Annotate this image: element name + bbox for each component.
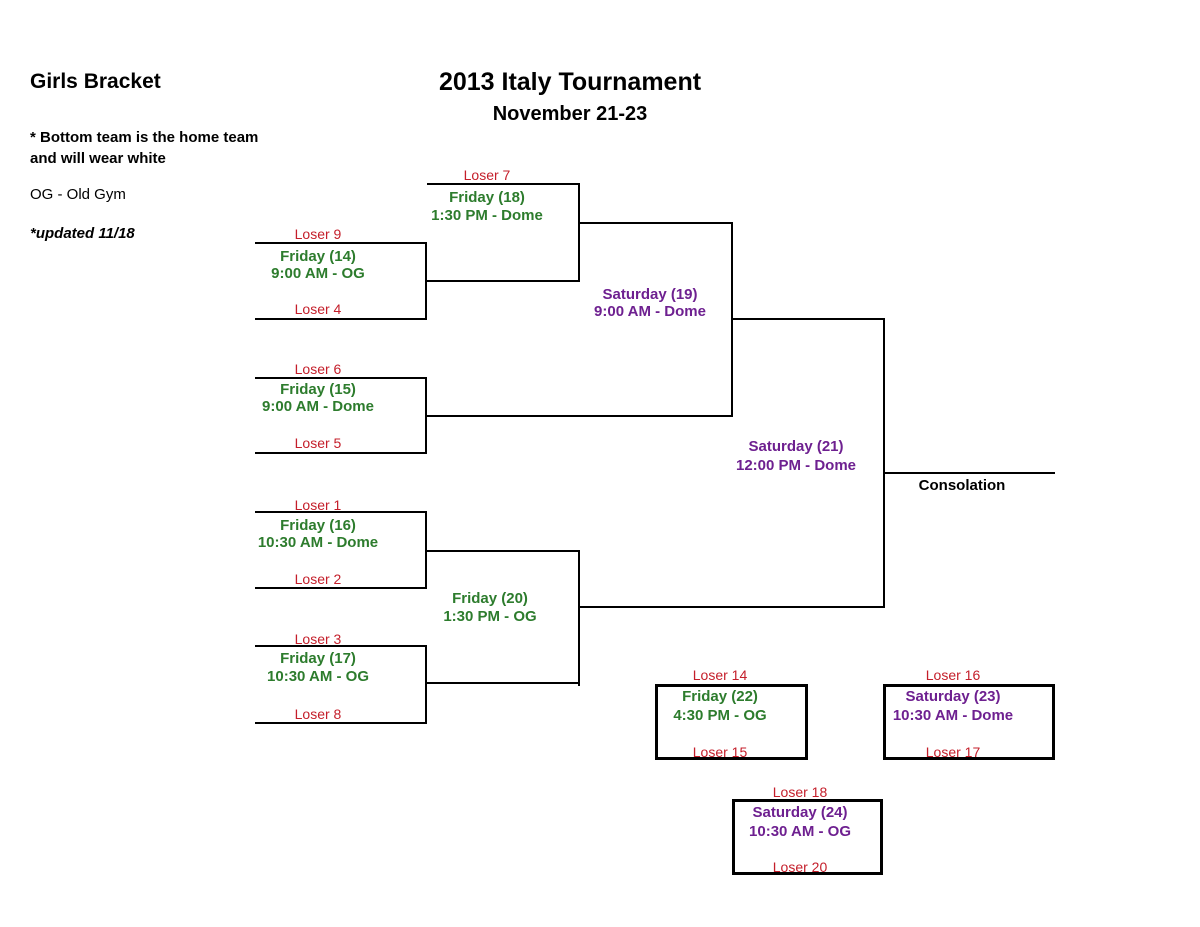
gym-legend: OG - Old Gym: [30, 186, 126, 203]
match-21-time: 12:00 PM - Dome: [735, 457, 857, 474]
match-21-winner-line: [883, 472, 1055, 474]
match-18-day: Friday (18): [449, 189, 525, 206]
match-22-bottom-team: Loser 15: [692, 744, 748, 760]
match-17-winner-line: [425, 682, 580, 684]
match-14-bottom-team: Loser 4: [294, 301, 342, 317]
match-16-winner-line: [425, 550, 580, 552]
match-19-winner-line: [731, 318, 885, 320]
title-block: 2013 Italy Tournament November 21-23: [320, 68, 820, 126]
match-23-box: [883, 684, 1055, 760]
match-17-bottom-team: Loser 8: [294, 706, 342, 722]
match-20-winner-line: [578, 606, 885, 608]
match-17-join-line: [425, 645, 427, 724]
match-20-join-line: [578, 550, 580, 686]
home-team-note-line2: and will wear white: [30, 150, 166, 167]
home-team-note-line1: * Bottom team is the home team: [30, 129, 259, 146]
match-20-day: Friday (20): [452, 590, 528, 607]
match-16-bottom-team: Loser 2: [294, 571, 342, 587]
page-dates: November 21-23: [492, 103, 648, 125]
consolation-label: Consolation: [918, 477, 1006, 494]
match-23-top-team: Loser 16: [925, 667, 981, 683]
match-24-top-team: Loser 18: [772, 784, 828, 800]
match-17-day: Friday (17): [280, 650, 356, 667]
match-24-box: [732, 799, 883, 875]
match-16-top-team: Loser 1: [294, 497, 342, 513]
match-14-day: Friday (14): [280, 248, 356, 265]
match-22-box: [655, 684, 808, 760]
match-21-day: Saturday (21): [748, 438, 844, 455]
match-15-top-team: Loser 6: [294, 361, 342, 377]
match-21-join-line: [883, 318, 885, 608]
match-17-time: 10:30 AM - OG: [267, 668, 369, 685]
match-18-top-line: [427, 183, 580, 185]
match-23-time: 10:30 AM - Dome: [892, 707, 1014, 724]
match-15-time: 9:00 AM - Dome: [262, 398, 374, 415]
match-14-winner-line: [425, 280, 580, 282]
match-14-time: 9:00 AM - OG: [271, 265, 365, 282]
match-14-bottom-line: [255, 318, 427, 320]
match-22-time: 4:30 PM - OG: [673, 707, 767, 724]
match-17-top-team: Loser 3: [294, 631, 342, 647]
match-18-top-team: Loser 7: [463, 167, 511, 183]
match-15-winner-line: [425, 415, 733, 417]
match-15-bottom-team: Loser 5: [294, 435, 342, 451]
match-15-top-line: [255, 377, 427, 379]
match-15-bottom-line: [255, 452, 427, 454]
bracket-name: Girls Bracket: [30, 70, 161, 93]
match-23-bottom-team: Loser 17: [925, 744, 981, 760]
match-18-join-line: [578, 183, 580, 282]
match-16-day: Friday (16): [280, 517, 356, 534]
match-14-top-team: Loser 9: [294, 226, 342, 242]
match-18-time: 1:30 PM - Dome: [431, 207, 543, 224]
match-15-day: Friday (15): [280, 381, 356, 398]
page-title: 2013 Italy Tournament: [438, 68, 702, 96]
match-16-top-line: [255, 511, 427, 513]
match-14-top-line: [255, 242, 427, 244]
match-24-time: 10:30 AM - OG: [749, 823, 851, 840]
updated-note: *updated 11/18: [30, 225, 135, 242]
match-16-time: 10:30 AM - Dome: [257, 534, 379, 551]
match-19-time: 9:00 AM - Dome: [594, 303, 706, 320]
match-16-bottom-line: [255, 587, 427, 589]
match-20-time: 1:30 PM - OG: [443, 608, 537, 625]
match-24-day: Saturday (24): [752, 804, 848, 821]
match-17-bottom-line: [255, 722, 427, 724]
match-23-day: Saturday (23): [905, 688, 1001, 705]
match-22-top-team: Loser 14: [692, 667, 748, 683]
match-18-winner-line: [578, 222, 733, 224]
match-24-bottom-team: Loser 20: [772, 859, 828, 875]
match-17-top-line: [255, 645, 427, 647]
match-22-day: Friday (22): [682, 688, 758, 705]
match-19-day: Saturday (19): [602, 286, 698, 303]
